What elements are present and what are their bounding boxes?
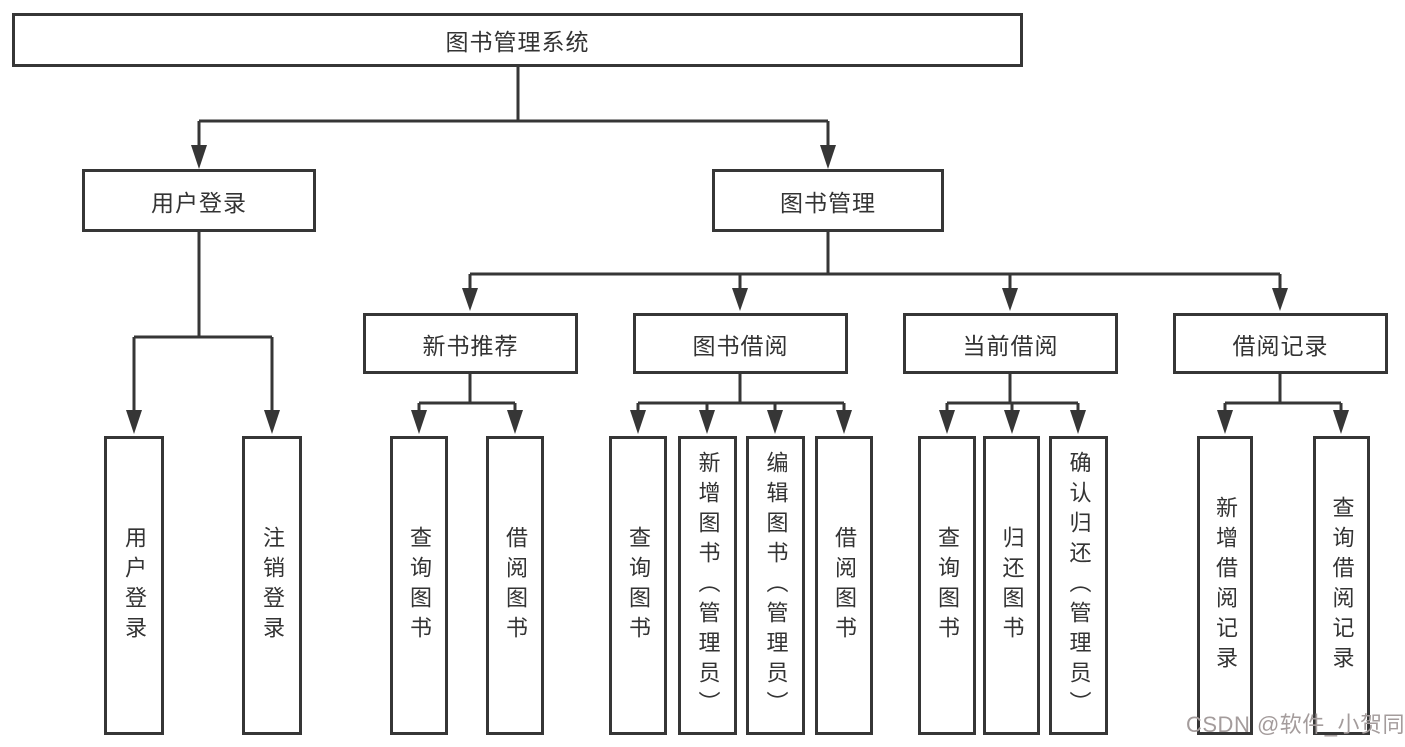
leaf-borrow-book-recommend: 借阅图书 [486,436,544,735]
leaf-user-login-label: 用户登录 [122,525,147,646]
leaf-query-borrow-record-label: 查询借阅记录 [1329,495,1355,676]
leaf-query-book-recommend-label: 查询图书 [407,525,432,646]
node-borrow-record-label: 借阅记录 [1232,332,1329,359]
leaf-query-book-current-label: 查询图书 [935,525,960,646]
node-new-book-recommend-label: 新书推荐 [422,332,519,359]
node-book-management: 图书管理 [712,169,944,232]
leaf-add-borrow-record-label: 新增借阅记录 [1213,495,1238,676]
leaf-user-login: 用户登录 [104,436,164,735]
node-current-borrow-label: 当前借阅 [962,332,1059,359]
leaf-return-book: 归还图书 [983,436,1040,735]
node-user-login: 用户登录 [82,169,316,232]
node-root: 图书管理系统 [12,13,1023,67]
leaf-borrow-book-label: 借阅图书 [832,525,857,646]
leaf-confirm-return-admin: 确认归还（管理员） [1049,436,1108,735]
node-new-book-recommend: 新书推荐 [363,313,578,374]
leaf-logout-label: 注销登录 [260,525,285,646]
node-book-management-label: 图书管理 [780,189,876,216]
csdn-watermark: CSDN @软件_小贺同学 [1186,712,1405,737]
leaf-query-borrow-record: 查询借阅记录 [1313,436,1370,735]
node-book-borrow-label: 图书借阅 [692,332,789,359]
leaf-query-book-borrow-label: 查询图书 [626,525,651,646]
node-current-borrow: 当前借阅 [903,313,1118,374]
node-book-borrow: 图书借阅 [633,313,848,374]
node-borrow-record: 借阅记录 [1173,313,1388,374]
leaf-borrow-book: 借阅图书 [815,436,873,735]
leaf-query-book-current: 查询图书 [918,436,976,735]
node-root-label: 图书管理系统 [445,29,590,55]
leaf-query-book-recommend: 查询图书 [390,436,448,735]
leaf-confirm-return-admin-label: 确认归还（管理员） [1066,450,1092,721]
leaf-logout: 注销登录 [242,436,302,735]
leaf-borrow-book-recommend-label: 借阅图书 [503,525,528,646]
leaf-edit-book-admin: 编辑图书（管理员） [746,436,805,735]
leaf-add-borrow-record: 新增借阅记录 [1197,436,1253,735]
node-user-login-label: 用户登录 [151,189,247,216]
leaf-add-book-admin-label: 新增图书（管理员） [695,450,721,721]
leaf-query-book-borrow: 查询图书 [609,436,667,735]
leaf-add-book-admin: 新增图书（管理员） [678,436,737,735]
leaf-return-book-label: 归还图书 [999,525,1025,646]
leaf-edit-book-admin-label: 编辑图书（管理员） [763,450,789,721]
